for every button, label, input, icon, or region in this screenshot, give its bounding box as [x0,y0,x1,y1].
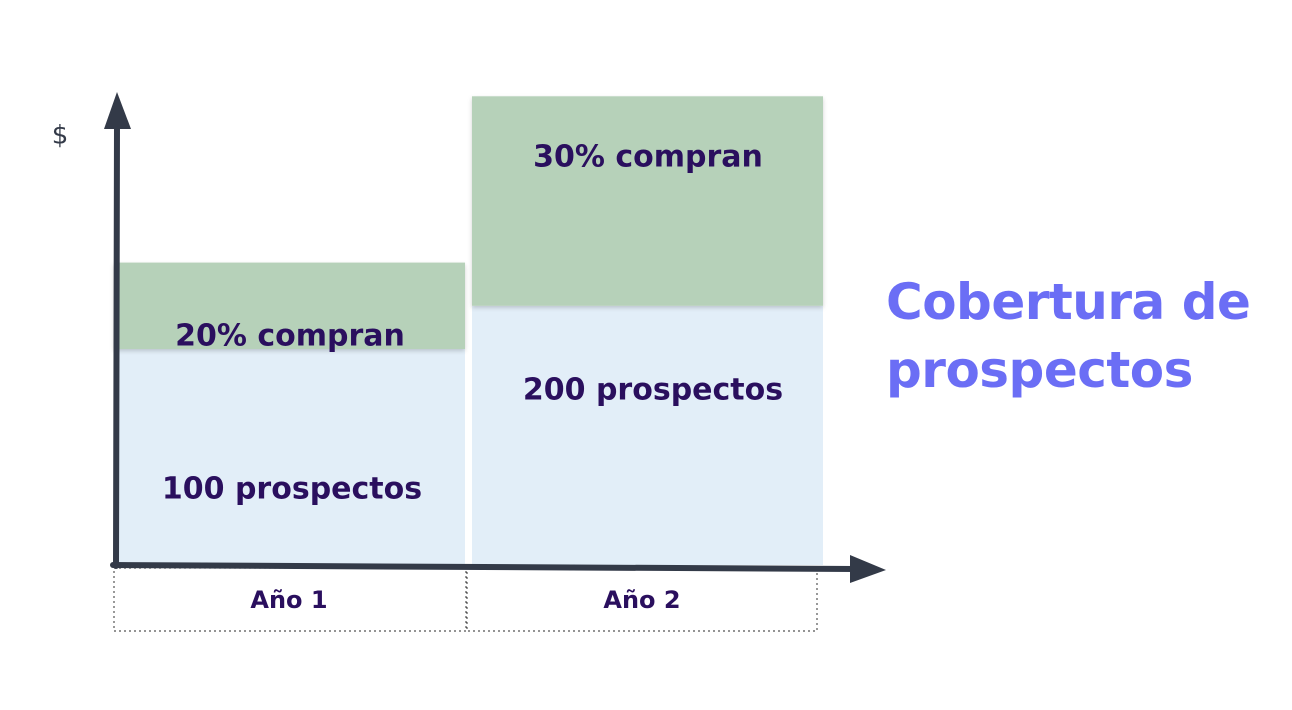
label-year-1-buyers: 20% compran [175,319,405,354]
label-year-2-prospects: 200 prospectos [523,373,783,408]
x-tick-year-2: Año 2 [603,586,680,614]
bar-year-2-buyers [472,96,823,306]
label-year-1-prospects: 100 prospectos [162,472,422,507]
diagram-title: Cobertura de prospectos [886,268,1286,404]
x-tick-year-1: Año 1 [250,586,327,614]
bar-year-1-buyers [114,262,465,349]
label-year-2-buyers: 30% compran [533,140,763,175]
y-axis-line [113,121,120,569]
x-axis-line [110,562,859,572]
diagram-title-line-1: Cobertura de [886,273,1251,331]
y-axis-label: $ [52,121,69,151]
diagram-title-line-2: prospectos [886,341,1193,399]
y-axis-arrow-icon [104,92,131,129]
bar-year-2-prospects [472,305,823,565]
bar-year-1-prospects [114,349,465,565]
x-axis-arrow-icon [850,555,886,583]
